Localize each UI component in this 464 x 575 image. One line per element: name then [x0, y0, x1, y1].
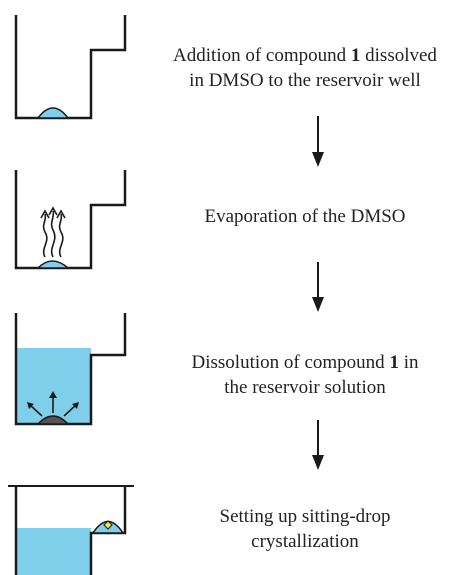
- crystal-icon: [103, 520, 113, 530]
- step-4-caption: Setting up sitting-drop crystallization: [219, 506, 391, 552]
- well-step-3: [14, 313, 127, 426]
- flow-arrows: [312, 116, 324, 470]
- evaporating-drop: [36, 260, 70, 269]
- well-outline: [14, 170, 127, 270]
- step-2-caption: Evaporation of the DMSO: [204, 206, 406, 227]
- well-step-2: [14, 170, 127, 270]
- compound-residue: [36, 415, 70, 425]
- down-arrow-icon: [312, 262, 324, 312]
- step-3-caption: Dissolution of compound 1 in the reservo…: [191, 352, 419, 398]
- well-step-4: [8, 485, 134, 575]
- vapor-wave-icons: [40, 206, 66, 258]
- down-arrow-icon: [312, 116, 324, 167]
- dissolution-arrow-icons: [27, 391, 79, 417]
- well-outline: [14, 313, 127, 426]
- step-1-caption: Addition of compound 1 dissolved in DMSO…: [173, 45, 437, 91]
- reservoir-solution: [16, 528, 91, 575]
- down-arrow-icon: [312, 420, 324, 470]
- dmso-drop: [36, 107, 70, 119]
- well-step-1: [14, 15, 127, 120]
- well-outline: [14, 15, 127, 120]
